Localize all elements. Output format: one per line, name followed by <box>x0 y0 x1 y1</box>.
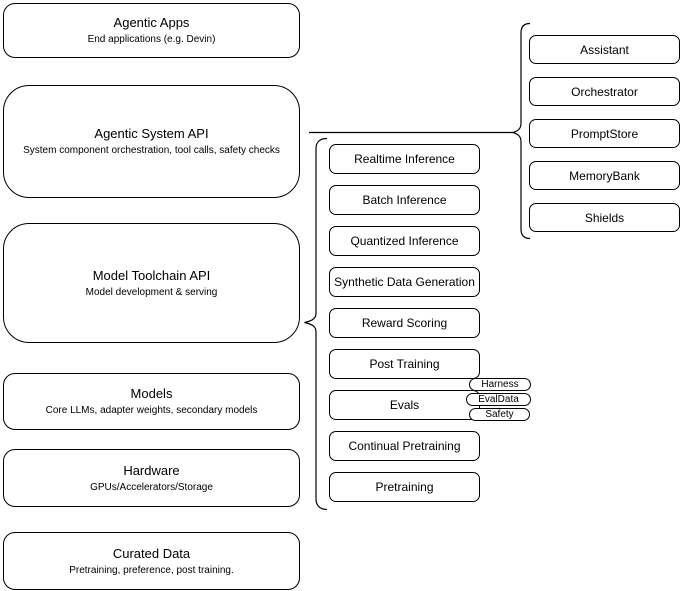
node-pretraining: Pretraining <box>329 472 480 502</box>
tag-label: Safety <box>485 409 514 420</box>
node-post-training: Post Training <box>329 349 480 379</box>
node-label: Continual Pretraining <box>348 439 461 453</box>
node-synthetic-data-generation: Synthetic Data Generation <box>329 267 480 297</box>
node-quantized-inference: Quantized Inference <box>329 226 480 256</box>
node-subtitle: Pretraining, preference, post training. <box>69 564 234 576</box>
node-label: Assistant <box>580 42 629 57</box>
node-curated-data: Curated Data Pretraining, preference, po… <box>3 532 300 590</box>
node-shields: Shields <box>529 203 680 232</box>
node-subtitle: GPUs/Accelerators/Storage <box>90 481 213 493</box>
node-continual-pretraining: Continual Pretraining <box>329 431 480 461</box>
node-realtime-inference: Realtime Inference <box>329 144 480 174</box>
node-label: Orchestrator <box>571 84 638 99</box>
bracket-system-components <box>510 22 531 240</box>
node-label: Reward Scoring <box>361 316 448 330</box>
node-label: Realtime Inference <box>354 152 455 166</box>
tag-label: EvalData <box>478 394 519 405</box>
node-title: Agentic System API <box>94 126 209 141</box>
node-label: PromptStore <box>570 126 639 141</box>
node-subtitle: Core LLMs, adapter weights, secondary mo… <box>45 405 258 416</box>
node-subtitle: End applications (e.g. Devin) <box>87 34 216 45</box>
node-memorybank: MemoryBank <box>529 161 680 190</box>
node-orchestrator: Orchestrator <box>529 77 680 106</box>
tag-label: Harness <box>481 379 519 390</box>
node-evals: Evals <box>329 390 480 420</box>
node-label: Quantized Inference <box>350 234 459 248</box>
tag-safety: Safety <box>469 408 530 421</box>
node-label: Batch Inference <box>362 193 447 207</box>
node-label: MemoryBank <box>569 168 640 183</box>
node-label: Pretraining <box>375 480 434 494</box>
node-hardware: Hardware GPUs/Accelerators/Storage <box>3 449 300 507</box>
node-label: Synthetic Data Generation <box>334 275 475 289</box>
node-assistant: Assistant <box>529 35 680 64</box>
tag-harness: Harness <box>469 378 531 391</box>
bracket-toolchain <box>304 137 328 511</box>
node-subtitle: Model development & serving <box>85 286 218 298</box>
node-title: Agentic Apps <box>113 15 190 30</box>
node-title: Hardware <box>123 462 180 478</box>
node-model-toolchain-api: Model Toolchain API Model development & … <box>3 223 300 343</box>
node-batch-inference: Batch Inference <box>329 185 480 215</box>
node-title: Curated Data <box>112 545 191 561</box>
node-agentic-system-api: Agentic System API System component orch… <box>3 85 300 198</box>
tag-evaldata: EvalData <box>466 393 531 406</box>
node-models: Models Core LLMs, adapter weights, secon… <box>3 373 300 430</box>
node-promptstore: PromptStore <box>529 119 680 148</box>
node-label: Evals <box>389 398 420 412</box>
node-reward-scoring: Reward Scoring <box>329 308 480 338</box>
node-agentic-apps: Agentic Apps End applications (e.g. Devi… <box>3 3 300 58</box>
node-title: Model Toolchain API <box>92 267 211 283</box>
node-subtitle: System component orchestration, tool cal… <box>23 145 280 156</box>
node-label: Shields <box>584 210 625 225</box>
node-title: Models <box>130 386 173 401</box>
node-label: Post Training <box>369 357 440 371</box>
